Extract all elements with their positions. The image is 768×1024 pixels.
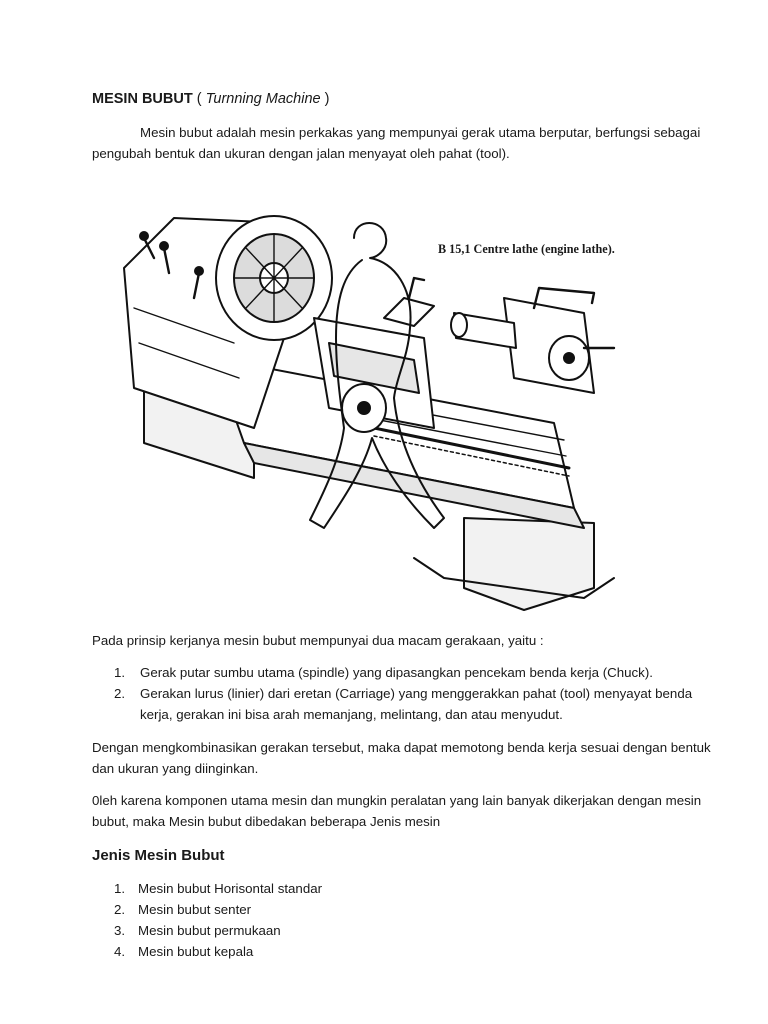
list-text: Mesin bubut senter [138, 902, 252, 917]
list-item: 1. Gerak putar sumbu utama (spindle) yang… [92, 662, 702, 683]
title-open-paren: ( [192, 91, 206, 107]
list-number: 1. [114, 881, 126, 896]
types-heading: Jenis Mesin Bubut [92, 847, 225, 864]
list-text: Gerak putar sumbu utama (spindle) yang d… [140, 665, 653, 680]
principle-list: 1. Gerak putar sumbu utama (spindle) yang… [92, 662, 702, 725]
list-number: 3. [114, 923, 126, 938]
list-item: 2. Gerakan lurus (linier) dari eretan (Ca… [92, 683, 702, 725]
combination-paragraph: Dengan mengkombinasikan gerakan tersebut… [92, 740, 711, 776]
types-list: 1. Mesin bubut Horisontal standar 2. Mesin… [92, 878, 322, 962]
intro-paragraph: Mesin bubut adalah mesin perkakas yang m… [92, 125, 701, 161]
list-item: 1. Mesin bubut Horisontal standar [92, 878, 322, 899]
title-close-paren: ) [320, 91, 330, 107]
list-number: 1. [114, 665, 126, 680]
title-italic: Turnning Machine [205, 91, 321, 107]
title-bold: MESIN BUBUT [92, 91, 193, 107]
list-text: Mesin bubut Horisontal standar [138, 881, 323, 896]
list-item: 4. Mesin bubut kepala [92, 941, 322, 962]
principle-paragraph: Pada prinsip kerjanya mesin bubut mempun… [92, 633, 544, 648]
page-title: MESIN BUBUT ( Turnning Machine ) [92, 89, 329, 110]
list-number: 2. [114, 686, 126, 701]
list-text: Mesin bubut permukaan [138, 923, 281, 938]
components-paragraph: 0leh karena komponen utama mesin dan mun… [92, 793, 702, 829]
list-item: 2. Mesin bubut senter [92, 899, 322, 920]
list-item: 3. Mesin bubut permukaan [92, 920, 322, 941]
list-number: 4. [114, 944, 126, 959]
list-number: 2. [114, 902, 126, 917]
list-text: Mesin bubut kepala [138, 944, 254, 959]
lathe-illustration [114, 178, 704, 618]
list-text: Gerakan lurus (linier) dari eretan (Carr… [140, 686, 693, 722]
figure-caption: B 15,1 Centre lathe (engine lathe). [438, 242, 615, 256]
